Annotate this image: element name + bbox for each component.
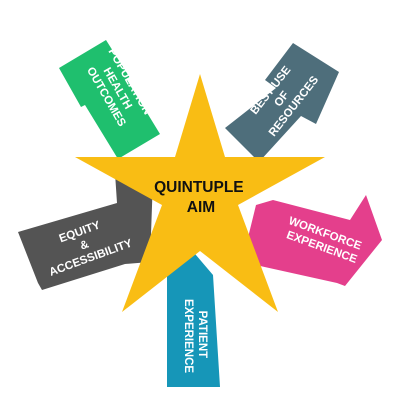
arrow-shape-population-health-outcomes — [59, 40, 160, 159]
arrow-patient-experience: PATIENT EXPERIENCE — [167, 248, 220, 387]
arrow-population-health-outcomes: POPULATION HEALTH OUTCOMES — [59, 40, 160, 159]
arrow-equity-and-accessibility: EQUITY & ACCESSIBILITY — [18, 158, 153, 290]
arrow-shape-workforce-experience — [242, 195, 382, 286]
central-star: QUINTUPLE AIM — [75, 74, 325, 312]
arrow-label-patient-experience: PATIENT EXPERIENCE — [182, 299, 208, 373]
arrow-shape-best-use-of-resources — [225, 43, 339, 162]
arrow-workforce-experience: WORKFORCE EXPERIENCE — [242, 195, 382, 286]
center-title: QUINTUPLE AIM — [154, 179, 248, 216]
arrow-best-use-of-resources: BEST USE OF RESOURCES — [225, 43, 339, 162]
star-shape — [75, 74, 325, 312]
arrow-shape-patient-experience — [167, 248, 220, 387]
arrow-shape-equity-and-accessibility — [18, 158, 153, 290]
